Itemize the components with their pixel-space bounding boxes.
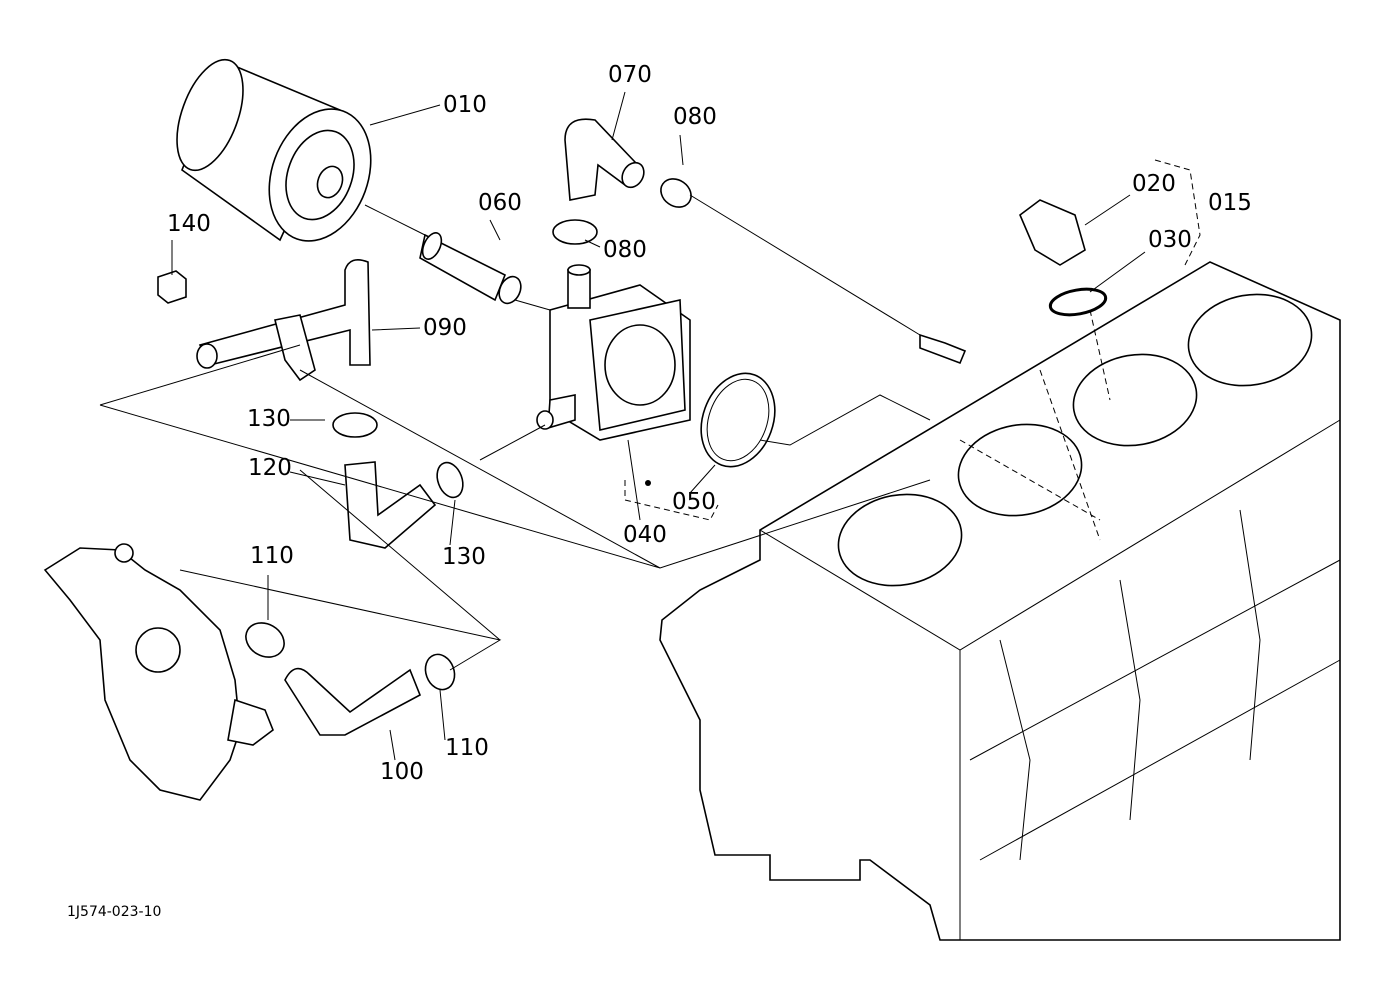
label-015[interactable]: 015 [1208, 190, 1252, 216]
oil-filter [176, 58, 372, 242]
filler-cap [1019, 199, 1086, 266]
label-080[interactable]: 080 [673, 104, 717, 130]
engine-block [659, 261, 1341, 941]
label-120[interactable]: 120 [248, 455, 292, 481]
label-100[interactable]: 100 [380, 759, 424, 785]
oil-cooler [536, 264, 691, 441]
label-110[interactable]: 110 [250, 543, 294, 569]
label-130[interactable]: 130 [442, 544, 486, 570]
label-080[interactable]: 080 [603, 237, 647, 263]
label-030[interactable]: 030 [1148, 227, 1192, 253]
label-040[interactable]: 040 [623, 522, 667, 548]
cylinder-bore [957, 423, 1083, 517]
gasket-ring [700, 372, 776, 468]
fitting [919, 333, 967, 365]
oil-pipe [157, 259, 371, 382]
label-140[interactable]: 140 [167, 211, 211, 237]
part-labels: 010 070 080 060 080 020 015 030 140 090 … [67, 62, 1252, 920]
hose-elbow [564, 118, 636, 201]
pipe-nipple [419, 232, 522, 305]
diagram-code: 1J574-023-10 [67, 904, 161, 920]
label-070[interactable]: 070 [608, 62, 652, 88]
label-130[interactable]: 130 [247, 406, 291, 432]
hose-100 [284, 667, 422, 736]
clamps [245, 178, 692, 691]
label-050[interactable]: 050 [672, 489, 716, 515]
o-ring [1048, 287, 1108, 317]
leader-lines [99, 91, 1201, 761]
cylinder-bore [1187, 293, 1313, 387]
label-060[interactable]: 060 [478, 190, 522, 216]
water-flange [43, 543, 274, 801]
cylinder-bore [1072, 353, 1198, 447]
label-020[interactable]: 020 [1132, 171, 1176, 197]
cylinder-bore [837, 493, 963, 587]
label-110[interactable]: 110 [445, 735, 489, 761]
label-010[interactable]: 010 [443, 92, 487, 118]
label-090[interactable]: 090 [423, 315, 467, 341]
hose-120 [344, 461, 437, 549]
